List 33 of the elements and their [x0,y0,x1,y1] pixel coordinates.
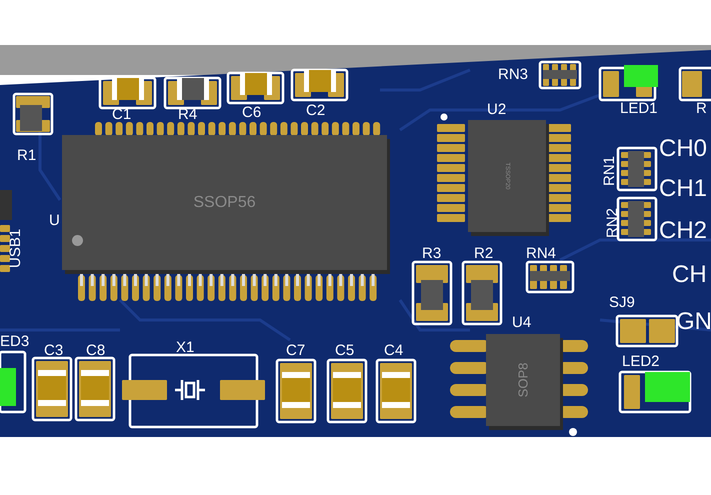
component-designator: SJ9 [609,295,635,311]
component-designator: C6 [242,105,262,121]
pin-label: GN [676,309,711,335]
component-designator: RN3 [498,67,528,83]
component-designator: USB1 [8,228,24,268]
pin-label: CH [672,262,707,288]
component-designator: U4 [512,315,532,331]
component-designator: R2 [474,246,494,262]
component-designator: C2 [306,103,326,119]
component-designator: RN4 [526,246,556,262]
pin-label: CH0 [659,136,708,162]
component-designator: ED3 [0,334,30,350]
component-designator: R3 [422,246,442,262]
component-designator: X1 [176,340,194,356]
component-designator: R1 [17,148,36,164]
component-designator: C5 [335,343,354,359]
component-designator: U [49,213,60,229]
chip-marking: SSOP56 [193,194,256,212]
component-designator: C4 [384,343,404,359]
pin-label: CH1 [659,176,708,202]
component-designator: C8 [86,343,106,359]
component-designator: R4 [178,107,198,123]
chip-marking: SOP8 [516,362,530,398]
component-designator: C3 [44,343,64,359]
component-designator: C1 [112,107,132,123]
component-designator: R [696,101,707,117]
component-designator: RN2 [605,208,621,238]
component-designator: LED1 [620,101,658,117]
pin-label: CH2 [659,218,708,244]
component-designator: RN1 [602,156,618,186]
component-designator: U2 [487,102,506,118]
component-designator: C7 [286,343,306,359]
component-designator: LED2 [622,354,660,370]
